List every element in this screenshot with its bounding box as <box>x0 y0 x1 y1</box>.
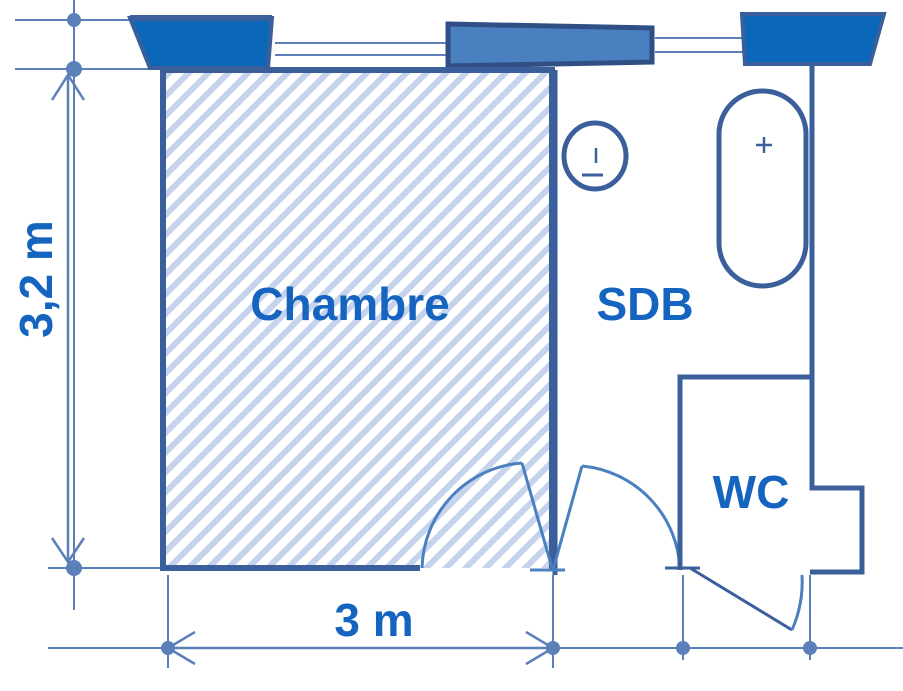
window-rails <box>275 37 745 56</box>
width-dimension-label: 3 m <box>334 594 413 646</box>
sdb-door <box>530 464 682 572</box>
window-left <box>127 15 275 70</box>
dimension-dots <box>66 13 817 655</box>
window-middle <box>445 21 655 69</box>
chambre-label: Chambre <box>250 278 449 330</box>
bathtub-icon <box>716 88 809 289</box>
washbasin-icon <box>561 120 629 192</box>
wc-door <box>665 566 804 632</box>
sdb-walls <box>552 64 865 575</box>
height-dimension-arrow <box>50 72 86 565</box>
chambre-room <box>160 67 555 571</box>
height-dimension-label: 3,2 m <box>10 220 62 338</box>
chambre-door <box>420 461 554 569</box>
window-right <box>739 12 887 66</box>
wc-label: WC <box>713 466 790 518</box>
sdb-label: SDB <box>596 278 693 330</box>
wc-walls <box>677 374 812 570</box>
